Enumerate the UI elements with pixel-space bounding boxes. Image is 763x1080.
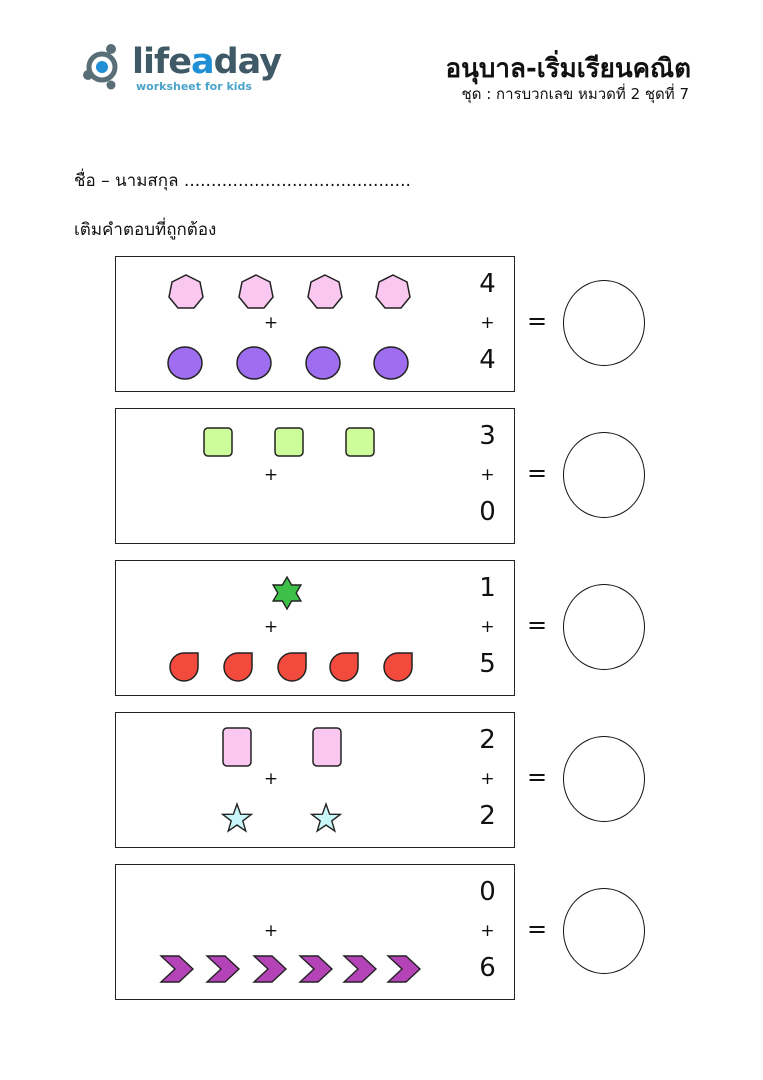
equals-sign: = [527, 763, 548, 791]
circle-icon [236, 346, 272, 380]
addition-problem-row: + 0 + 6 = [115, 864, 650, 1000]
rounded-rectangle-icon [312, 727, 342, 767]
heptagon-icon [168, 274, 204, 309]
picture-box: + [115, 256, 462, 392]
instruction-text: เติมคำตอบที่ถูกต้อง [74, 220, 217, 240]
addend-top: 1 [479, 573, 496, 603]
drop-icon [277, 652, 307, 682]
picture-plus-sign: + [263, 769, 279, 789]
chevron-icon [205, 955, 241, 983]
heptagon-icon [375, 274, 411, 309]
number-box: 3 + 0 [461, 408, 515, 544]
number-plus-sign: + [480, 769, 495, 789]
addition-problem-row: + 4 + 4 = [115, 256, 650, 392]
worksheet-subtitle: ชุด : การบวกเลข หมวดที่ 2 ชุดที่ 7 [461, 85, 689, 103]
circle-icon [167, 346, 203, 380]
five-point-star-icon [309, 802, 343, 833]
addition-problem-row: + 2 + 2 = [115, 712, 650, 848]
number-plus-sign: + [480, 921, 495, 941]
number-plus-sign: + [480, 313, 495, 333]
drop-icon [329, 652, 359, 682]
student-name-line: ชื่อ – นามสกุล .........................… [74, 171, 411, 191]
addend-top: 0 [479, 877, 496, 907]
picture-box: + [115, 712, 462, 848]
logo-mark-icon [83, 44, 118, 90]
worksheet-title: อนุบาล-เริ่มเรียนคณิต [445, 54, 691, 84]
chevron-icon [298, 955, 334, 983]
circle-icon [373, 346, 409, 380]
addend-bottom: 6 [479, 953, 496, 983]
addend-top: 4 [479, 269, 496, 299]
addend-bottom: 0 [479, 497, 496, 527]
number-box: 1 + 5 [461, 560, 515, 696]
addend-bottom: 5 [479, 649, 496, 679]
chevron-icon [159, 955, 195, 983]
picture-box: + [115, 408, 462, 544]
answer-circle[interactable] [563, 888, 645, 974]
addend-bottom: 2 [479, 801, 496, 831]
six-point-star-icon [271, 575, 303, 611]
picture-plus-sign: + [263, 617, 279, 637]
lifeaday-logo: lifeaday worksheet for kids [80, 38, 282, 98]
heptagon-icon [307, 274, 343, 309]
rounded-rectangle-icon [222, 727, 252, 767]
number-plus-sign: + [480, 465, 495, 485]
logo-tagline: worksheet for kids [136, 80, 252, 93]
answer-circle[interactable] [563, 584, 645, 670]
rounded-square-icon [203, 427, 233, 457]
picture-plus-sign: + [263, 465, 279, 485]
addend-bottom: 4 [479, 345, 496, 375]
rounded-square-icon [274, 427, 304, 457]
rounded-square-icon [345, 427, 375, 457]
number-plus-sign: + [480, 617, 495, 637]
answer-circle[interactable] [563, 280, 645, 366]
chevron-icon [386, 955, 422, 983]
chevron-icon [252, 955, 288, 983]
picture-plus-sign: + [263, 313, 279, 333]
addend-top: 2 [479, 725, 496, 755]
picture-box: + [115, 864, 462, 1000]
equals-sign: = [527, 307, 548, 335]
equals-sign: = [527, 611, 548, 639]
picture-plus-sign: + [263, 921, 279, 941]
circle-icon [305, 346, 341, 380]
addend-top: 3 [479, 421, 496, 451]
five-point-star-icon [220, 802, 254, 833]
equals-sign: = [527, 459, 548, 487]
drop-icon [223, 652, 253, 682]
answer-circle[interactable] [563, 736, 645, 822]
addition-problem-row: + 1 + 5 = [115, 560, 650, 696]
chevron-icon [342, 955, 378, 983]
number-box: 4 + 4 [461, 256, 515, 392]
logo-wordmark: lifeaday [132, 42, 282, 82]
heptagon-icon [238, 274, 274, 309]
drop-icon [383, 652, 413, 682]
number-box: 0 + 6 [461, 864, 515, 1000]
answer-circle[interactable] [563, 432, 645, 518]
addition-problem-row: + 3 + 0 = [115, 408, 650, 544]
logo-accent-letter: a [190, 42, 215, 82]
number-box: 2 + 2 [461, 712, 515, 848]
picture-box: + [115, 560, 462, 696]
drop-icon [169, 652, 199, 682]
equals-sign: = [527, 915, 548, 943]
